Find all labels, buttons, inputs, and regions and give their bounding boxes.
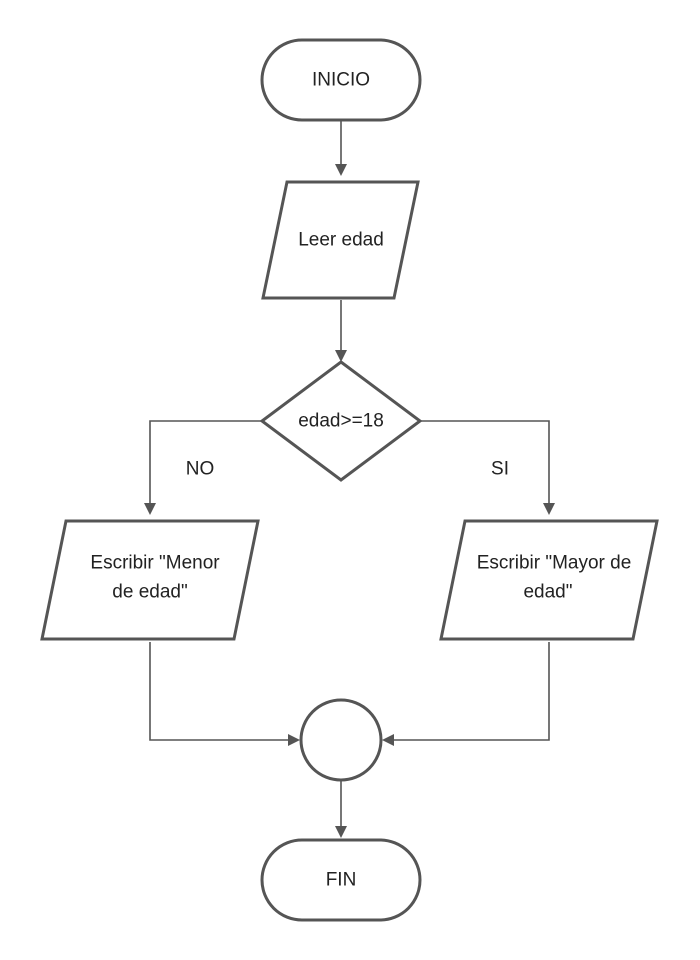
output-minor-age-label-line1: Escribir "Menor: [90, 553, 220, 574]
merge-connector[interactable]: [299, 698, 383, 782]
arrowhead-merge-to-end: [335, 826, 347, 838]
output-adult-age-label-line1: Escribir "Mayor de: [477, 553, 632, 574]
output-adult-age-label-line2: edad": [523, 582, 572, 603]
decision-age-check[interactable]: edad>=18: [259, 360, 423, 482]
end-terminator[interactable]: FIN: [260, 838, 422, 922]
output-minor-age[interactable]: Escribir "Menor de edad": [40, 519, 260, 641]
arrowhead-no-output-to-merge: [288, 734, 300, 746]
output-minor-age-shape: [40, 519, 260, 641]
connector-decision-no: [149, 420, 262, 503]
connector-decision-yes: [420, 420, 550, 503]
input-read-age-shape: [261, 180, 420, 300]
arrowhead-start-to-input: [335, 164, 347, 176]
end-terminator-label: FIN: [326, 870, 357, 891]
input-read-age[interactable]: Leer edad: [261, 180, 420, 300]
connector-yes-output-to-merge: [394, 642, 550, 741]
connector-no-output-to-merge: [149, 642, 288, 741]
decision-age-check-label: edad>=18: [298, 411, 384, 432]
output-adult-age-shape: [439, 519, 659, 641]
branch-yes-label: SI: [491, 459, 509, 480]
output-minor-age-label-line2: de edad": [112, 582, 187, 603]
start-terminator-label: INICIO: [312, 70, 370, 91]
branch-no-label: NO: [186, 459, 215, 480]
end-terminator-shape: [260, 838, 422, 922]
input-read-age-label: Leer edad: [298, 230, 384, 251]
start-terminator-shape: [260, 38, 422, 122]
arrowhead-decision-no: [144, 503, 156, 515]
arrowhead-yes-output-to-merge: [382, 734, 394, 746]
arrowhead-decision-yes: [543, 503, 555, 515]
arrowhead-input-to-decision: [335, 350, 347, 362]
connectors: [144, 120, 555, 838]
output-adult-age[interactable]: Escribir "Mayor de edad": [439, 519, 659, 641]
decision-age-check-shape: [259, 360, 423, 482]
start-terminator[interactable]: INICIO: [260, 38, 422, 122]
